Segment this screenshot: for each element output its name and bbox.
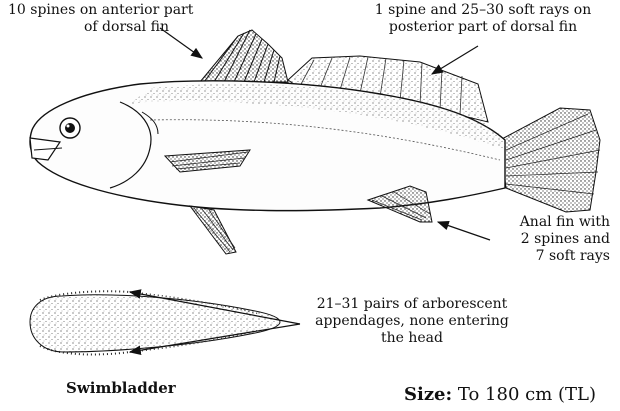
dorsal-anterior-annotation: 10 spines on anterior part of dorsal fin xyxy=(8,2,193,36)
anterior-dorsal-fin xyxy=(200,30,288,82)
caudal-fin xyxy=(500,108,600,212)
size-caption: Size: To 180 cm (TL) xyxy=(404,384,596,406)
swimbladder-drawing xyxy=(30,291,280,354)
anal-fin-annotation: Anal fin with 2 spines and 7 soft rays xyxy=(460,214,610,265)
size-label: Size: xyxy=(404,384,452,405)
dorsal-posterior-line-2: posterior part of dorsal fin xyxy=(352,19,614,36)
size-value: To 180 cm (TL) xyxy=(458,384,596,405)
dorsal-posterior-pointer xyxy=(432,46,478,74)
appendages-line-1: 21–31 pairs of arborescent xyxy=(302,296,522,313)
anal-fin-line-2: 2 spines and xyxy=(460,231,610,248)
appendages-line-2: appendages, none entering xyxy=(302,313,522,330)
dorsal-anterior-line-2: of dorsal fin xyxy=(8,19,193,36)
anal-fin-line-3: 7 soft rays xyxy=(460,248,610,265)
appendages-line-3: the head xyxy=(302,330,522,347)
pelvic-fin xyxy=(190,206,236,254)
appendages-annotation: 21–31 pairs of arborescent appendages, n… xyxy=(302,296,522,347)
swimbladder-title: Swimbladder xyxy=(66,380,176,397)
dorsal-anterior-line-1: 10 spines on anterior part xyxy=(8,2,193,19)
dorsal-posterior-line-1: 1 spine and 25–30 soft rays on xyxy=(352,2,614,19)
anal-fin-line-1: Anal fin with xyxy=(460,214,610,231)
dorsal-posterior-annotation: 1 spine and 25–30 soft rays on posterior… xyxy=(352,2,614,36)
